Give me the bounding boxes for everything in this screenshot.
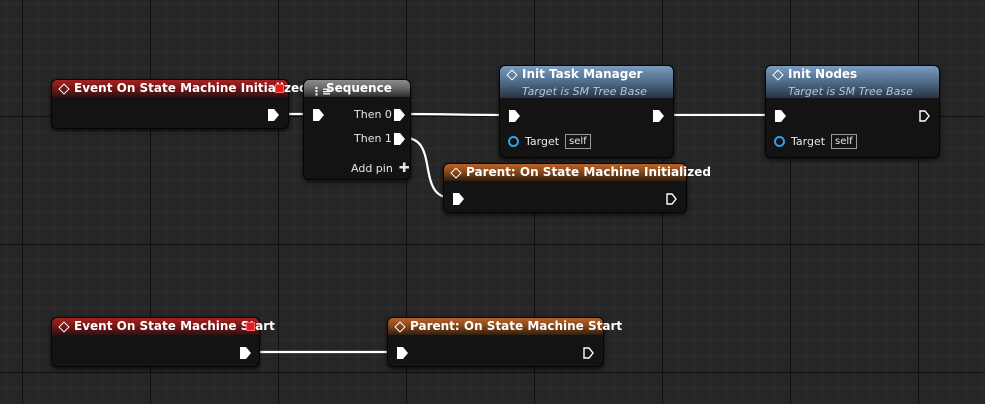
event-node-initialized[interactable]: Event On State Machine Initialized bbox=[51, 79, 308, 129]
wire-then1-to-parent-initialized bbox=[404, 136, 453, 200]
plus-icon: ✚ bbox=[398, 161, 410, 176]
add-pin-label: Add pin bbox=[351, 162, 393, 175]
event-diamond-icon bbox=[58, 321, 70, 333]
parent-start-header[interactable]: Parent: On State Machine Start bbox=[388, 318, 622, 335]
init-task-manager-title: Init Task Manager bbox=[522, 67, 643, 81]
exec-in-pin[interactable] bbox=[313, 109, 324, 121]
target-object-pin[interactable] bbox=[508, 136, 519, 147]
exec-out-pin-unconnected[interactable] bbox=[583, 347, 594, 359]
target-self-value[interactable]: self bbox=[565, 134, 591, 149]
exec-out-pin[interactable] bbox=[240, 347, 251, 359]
wire-then0-to-init-task-manager bbox=[404, 112, 509, 117]
parent-initialized-node[interactable]: Parent: On State Machine Initialized bbox=[443, 163, 711, 213]
parent-initialized-title: Parent: On State Machine Initialized bbox=[466, 165, 712, 179]
event-node-title: Event On State Machine Initialized bbox=[74, 81, 308, 95]
event-node-header[interactable]: Event On State Machine Initialized bbox=[52, 80, 308, 97]
function-icon bbox=[772, 69, 784, 81]
then-0-exec-pin[interactable] bbox=[394, 109, 405, 121]
event-node-header[interactable]: Event On State Machine Start bbox=[52, 318, 275, 335]
delegate-pin-icon[interactable] bbox=[275, 84, 284, 93]
exec-out-pin-unconnected[interactable] bbox=[666, 193, 677, 205]
event-node-title: Event On State Machine Start bbox=[74, 319, 275, 333]
sequence-node-title: Sequence bbox=[326, 81, 392, 95]
event-diamond-icon bbox=[58, 83, 70, 95]
init-nodes-subtitle: Target is SM Tree Base bbox=[788, 85, 913, 98]
exec-in-pin[interactable] bbox=[775, 110, 786, 122]
function-icon bbox=[394, 321, 406, 333]
exec-in-pin[interactable] bbox=[453, 193, 464, 205]
target-label: Target bbox=[791, 135, 826, 148]
sequence-node[interactable]: ⋮≡ Sequence Then 0 Then 1 Add pin ✚ bbox=[303, 79, 411, 180]
function-icon bbox=[506, 69, 518, 81]
add-pin-button[interactable]: Add pin ✚ bbox=[351, 161, 410, 176]
init-task-manager-header[interactable]: Init Task Manager Target is SM Tree Base bbox=[500, 66, 673, 98]
parent-start-title: Parent: On State Machine Start bbox=[410, 319, 623, 333]
target-object-pin[interactable] bbox=[774, 136, 785, 147]
init-nodes-node[interactable]: Init Nodes Target is SM Tree Base Target… bbox=[765, 65, 940, 158]
exec-out-pin[interactable] bbox=[653, 110, 664, 122]
sequence-node-header[interactable]: ⋮≡ Sequence bbox=[304, 80, 410, 98]
init-task-manager-node[interactable]: Init Task Manager Target is SM Tree Base… bbox=[499, 65, 674, 158]
event-node-start[interactable]: Event On State Machine Start bbox=[51, 317, 275, 367]
parent-start-node[interactable]: Parent: On State Machine Start bbox=[387, 317, 622, 367]
then-0-label: Then 0 bbox=[354, 108, 392, 121]
exec-out-pin-unconnected[interactable] bbox=[919, 110, 930, 122]
then-1-exec-pin[interactable] bbox=[394, 133, 405, 145]
exec-in-pin[interactable] bbox=[397, 347, 408, 359]
function-icon bbox=[450, 167, 462, 179]
target-pin-row: Target self bbox=[508, 134, 591, 149]
target-self-value[interactable]: self bbox=[831, 134, 857, 149]
exec-out-pin[interactable] bbox=[268, 109, 279, 121]
delegate-pin-icon[interactable] bbox=[246, 322, 255, 331]
sequence-icon: ⋮≡ bbox=[311, 85, 332, 98]
init-nodes-header[interactable]: Init Nodes Target is SM Tree Base bbox=[766, 66, 939, 98]
target-label: Target bbox=[525, 135, 560, 148]
init-nodes-title: Init Nodes bbox=[788, 67, 858, 81]
then-1-label: Then 1 bbox=[354, 132, 392, 145]
exec-in-pin[interactable] bbox=[509, 110, 520, 122]
parent-initialized-header[interactable]: Parent: On State Machine Initialized bbox=[444, 164, 711, 181]
target-pin-row: Target self bbox=[774, 134, 857, 149]
init-task-manager-subtitle: Target is SM Tree Base bbox=[522, 85, 647, 98]
